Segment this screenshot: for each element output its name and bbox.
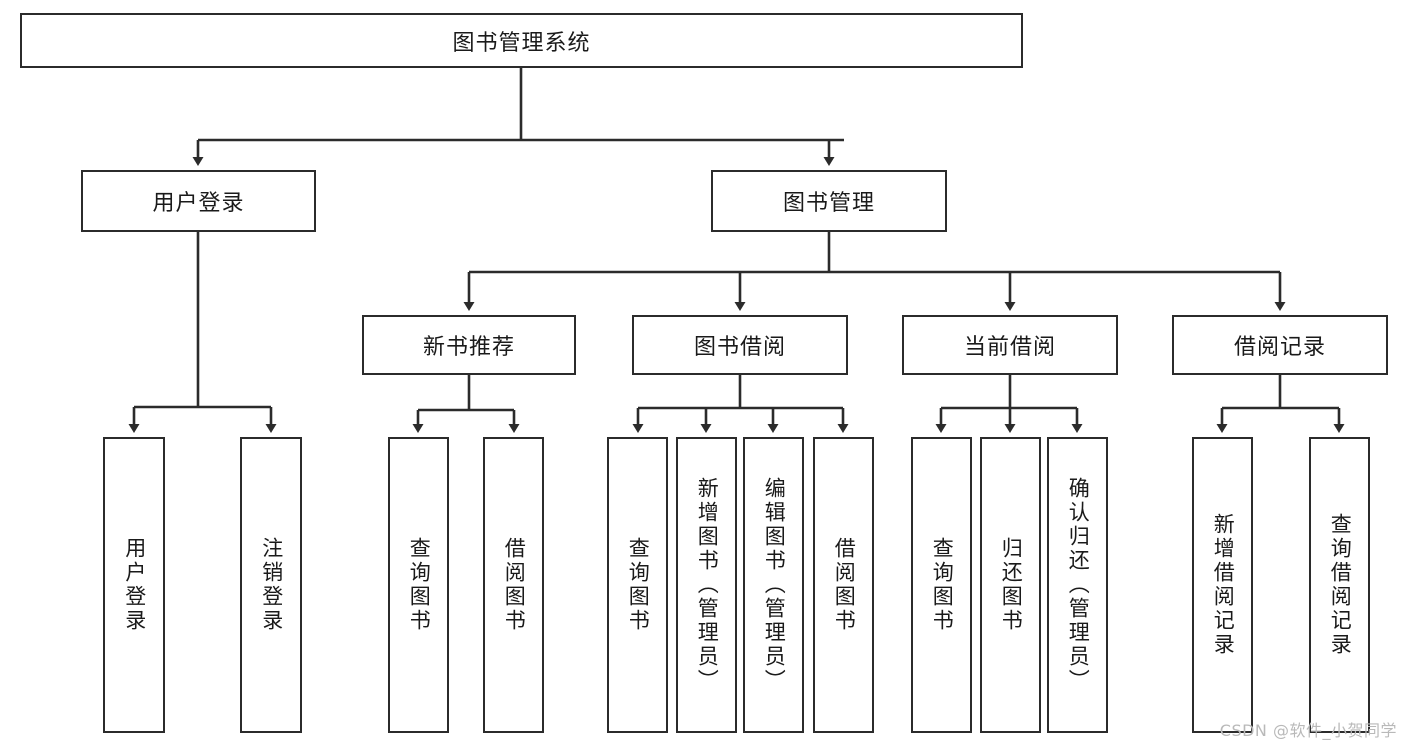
- node-new-book-recommend-label: 新书推荐: [422, 335, 515, 360]
- node-current-borrow-label: 当前借阅: [963, 335, 1056, 360]
- leaf-user-login[interactable]: 用户登录: [103, 437, 165, 733]
- leaf-user-login-label: 用户登录: [122, 537, 147, 633]
- node-borrow-record-label: 借阅记录: [1233, 335, 1326, 360]
- leaf-query-record[interactable]: 查询借阅记录: [1309, 437, 1370, 733]
- leaf-return-book-label: 归还图书: [999, 537, 1024, 633]
- leaf-query-book-1-label: 查询图书: [407, 537, 432, 633]
- leaf-borrow-book-1[interactable]: 借阅图书: [483, 437, 544, 733]
- leaf-query-book-1[interactable]: 查询图书: [388, 437, 449, 733]
- leaf-edit-book[interactable]: 编辑图书（管理员）: [743, 437, 804, 733]
- node-new-book-recommend[interactable]: 新书推荐: [362, 315, 576, 375]
- leaf-confirm-return-label: 确认归还（管理员）: [1066, 477, 1091, 693]
- csdn-watermark: CSDN @软件_小贺同学: [1219, 721, 1397, 740]
- node-user-login[interactable]: 用户登录: [81, 170, 316, 232]
- node-borrow-record[interactable]: 借阅记录: [1172, 315, 1388, 375]
- node-book-borrow[interactable]: 图书借阅: [632, 315, 848, 375]
- leaf-borrow-book-2-label: 借阅图书: [832, 537, 857, 633]
- node-root[interactable]: 图书管理系统: [20, 13, 1023, 68]
- leaf-return-book[interactable]: 归还图书: [980, 437, 1041, 733]
- node-current-borrow[interactable]: 当前借阅: [902, 315, 1118, 375]
- node-user-login-label: 用户登录: [152, 191, 245, 216]
- leaf-query-book-2[interactable]: 查询图书: [607, 437, 668, 733]
- leaf-query-book-3-label: 查询图书: [930, 537, 955, 633]
- leaf-borrow-book-2[interactable]: 借阅图书: [813, 437, 874, 733]
- leaf-query-book-2-label: 查询图书: [626, 537, 651, 633]
- leaf-add-book-label: 新增图书（管理员）: [695, 477, 720, 693]
- node-book-borrow-label: 图书借阅: [693, 335, 786, 360]
- leaf-confirm-return[interactable]: 确认归还（管理员）: [1047, 437, 1108, 733]
- leaf-add-book[interactable]: 新增图书（管理员）: [676, 437, 737, 733]
- leaf-borrow-book-1-label: 借阅图书: [502, 537, 527, 633]
- node-book-management-label: 图书管理: [782, 191, 875, 216]
- leaf-add-record[interactable]: 新增借阅记录: [1192, 437, 1253, 733]
- node-root-label: 图书管理系统: [452, 30, 591, 56]
- node-book-management[interactable]: 图书管理: [711, 170, 947, 232]
- leaf-query-book-3[interactable]: 查询图书: [911, 437, 972, 733]
- leaf-add-record-label: 新增借阅记录: [1211, 513, 1236, 657]
- leaf-logout[interactable]: 注销登录: [240, 437, 302, 733]
- leaf-edit-book-label: 编辑图书（管理员）: [762, 477, 787, 693]
- leaf-logout-label: 注销登录: [259, 537, 284, 633]
- leaf-query-record-label: 查询借阅记录: [1328, 513, 1353, 657]
